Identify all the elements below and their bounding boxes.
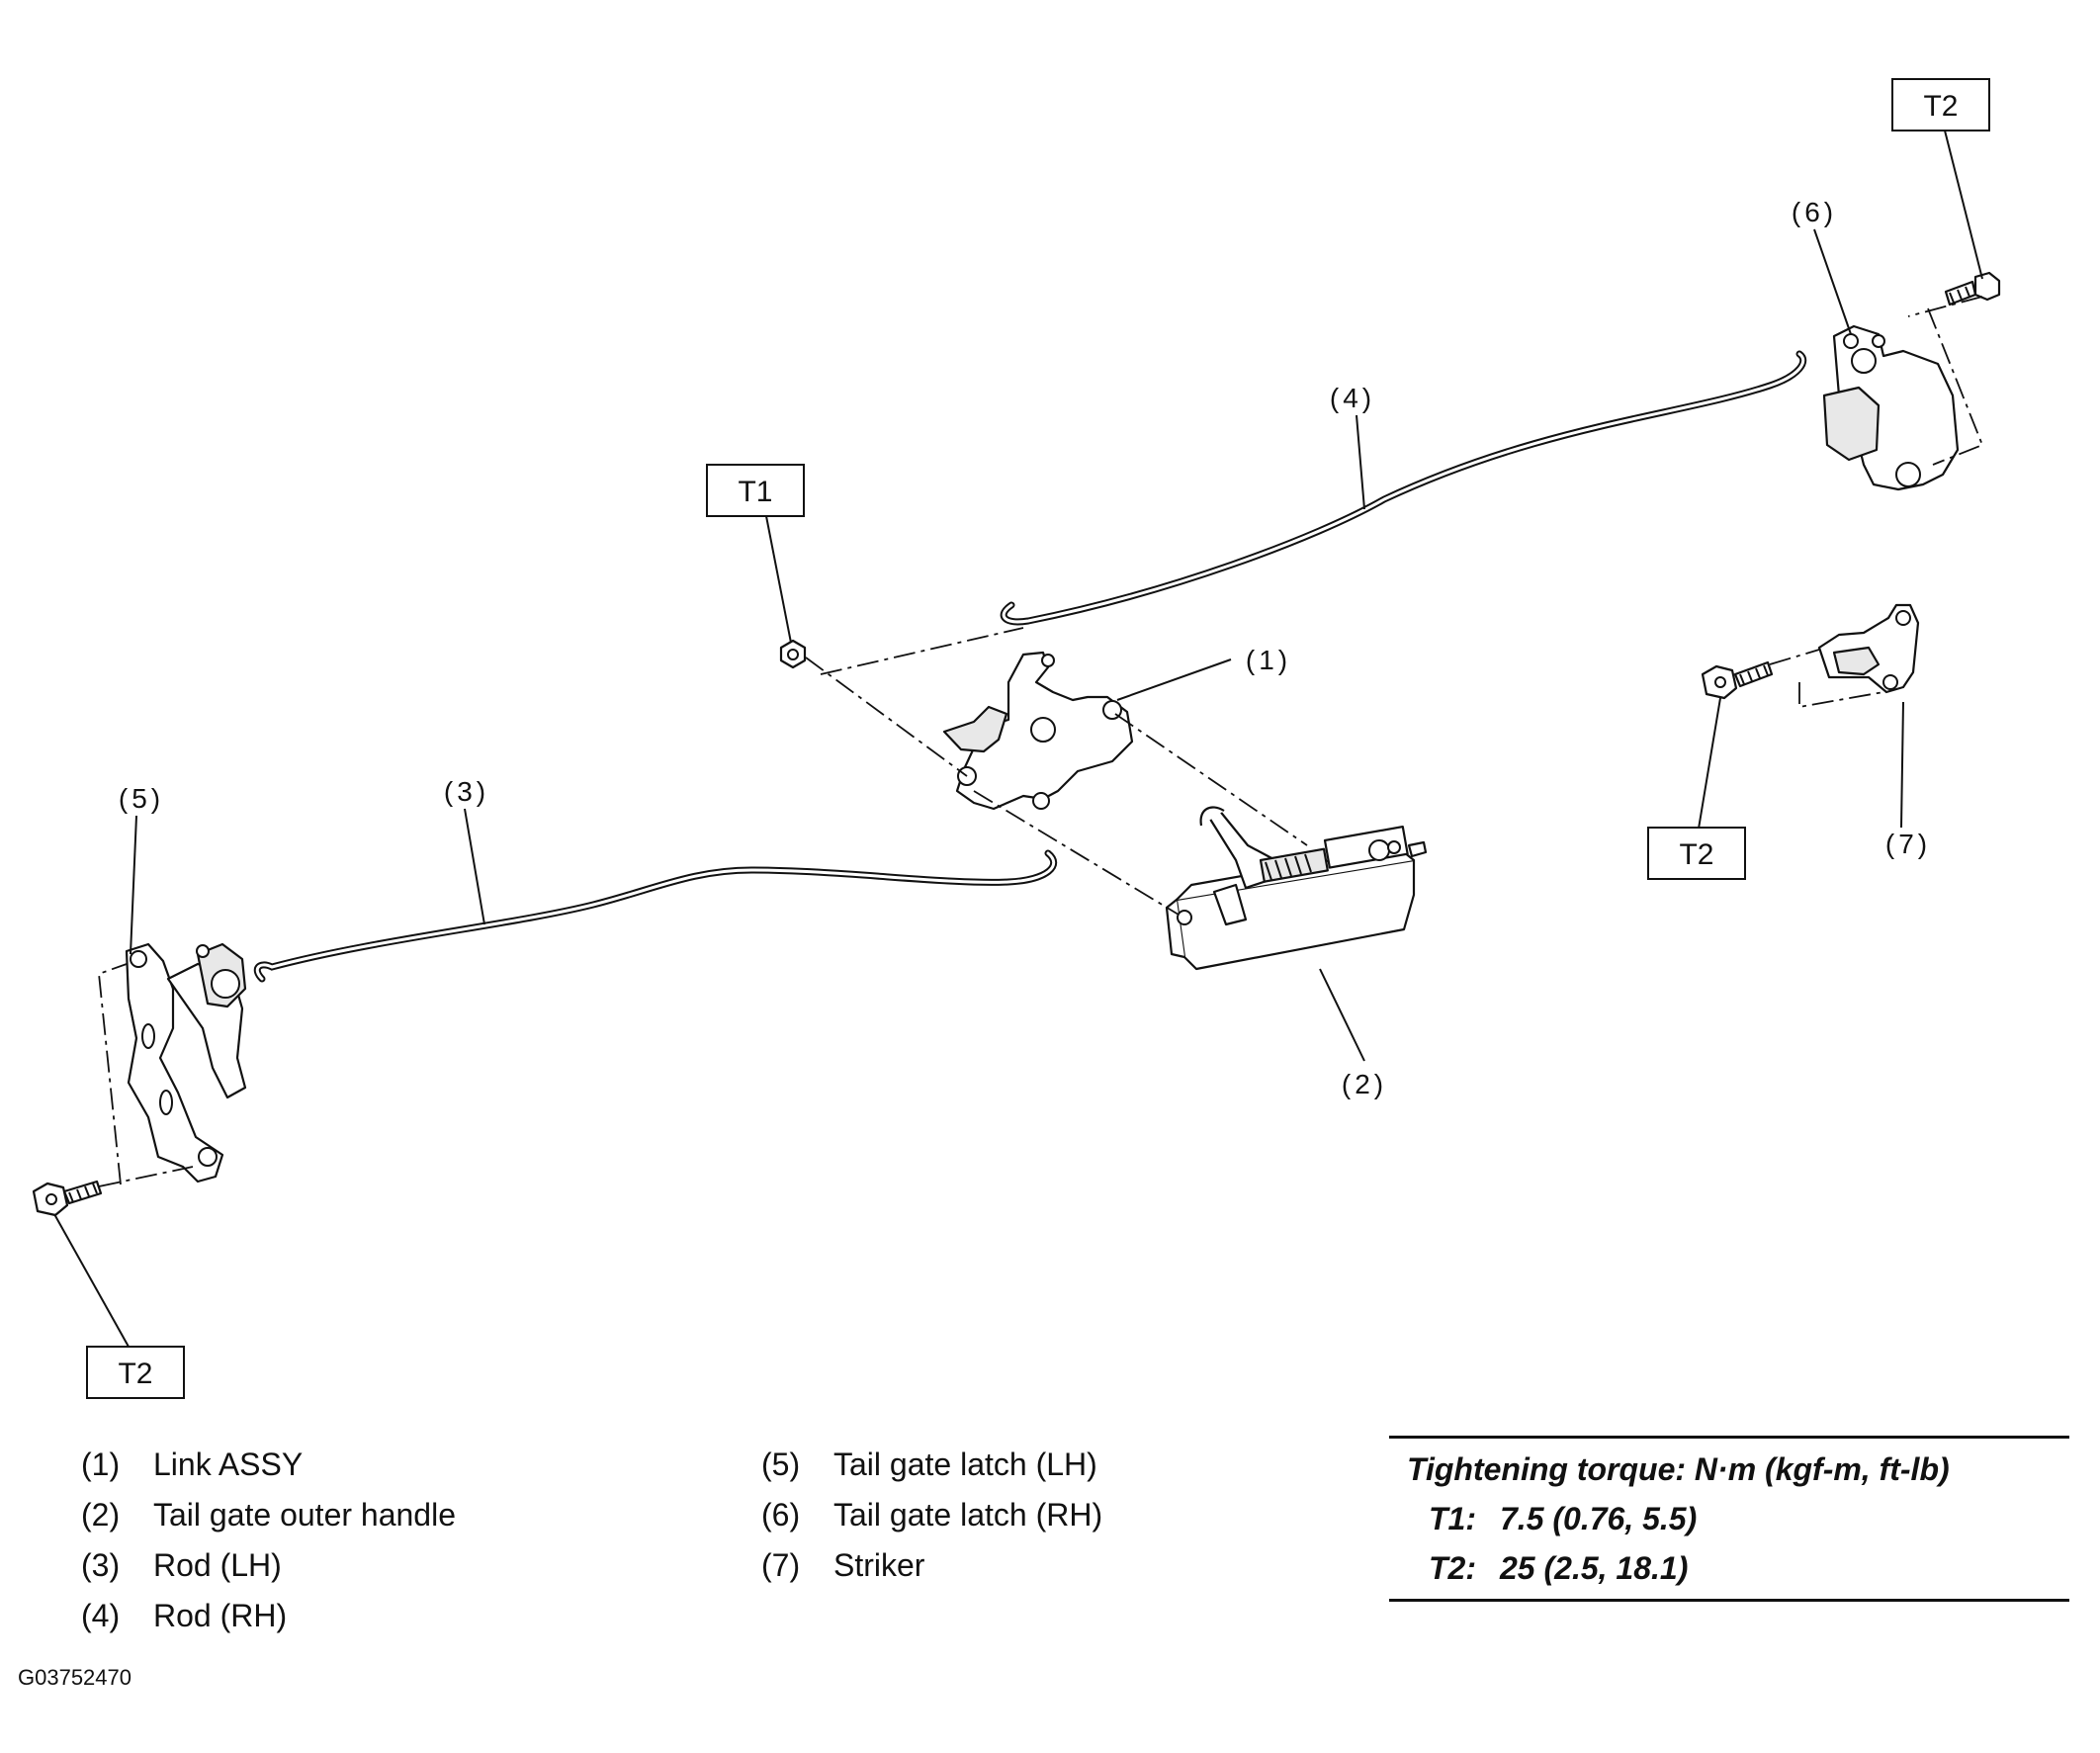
legend-label: Rod (RH) <box>153 1598 288 1633</box>
legend-item-6: (6) Tail gate latch (RH) <box>761 1490 1102 1540</box>
tail-gate-latch-lh <box>125 942 247 1183</box>
t2-bolt-top-right <box>1944 271 2001 307</box>
torque-table: Tightening torque: N·m (kgf-m, ft-lb) T1… <box>1389 1436 2069 1602</box>
legend-label: Tail gate outer handle <box>153 1497 456 1533</box>
legend-label: Link ASSY <box>153 1446 304 1482</box>
legend-label: Tail gate latch (RH) <box>833 1497 1103 1533</box>
callout-2: (2) <box>1342 1069 1387 1099</box>
t2-label-top-right: T2 <box>1923 90 1958 123</box>
callout-4: (4) <box>1330 383 1375 413</box>
legend-label: Tail gate latch (LH) <box>833 1446 1097 1482</box>
t1-nut <box>779 639 807 669</box>
legend-number: (4) <box>81 1598 121 1633</box>
tail-gate-latch-rh <box>1822 324 1960 491</box>
callout-7: (7) <box>1885 829 1931 859</box>
assembly-lines <box>98 296 1984 1187</box>
legend-number: (6) <box>761 1497 801 1533</box>
t2-box-bottom-left: T2 <box>86 1346 185 1399</box>
t2-bolt-bottom-left <box>32 1180 103 1217</box>
legend-item-4: (4) Rod (RH) <box>81 1591 456 1641</box>
legend-number: (2) <box>81 1497 121 1533</box>
torque-key: T1: <box>1429 1501 1476 1536</box>
torque-table-title: Tightening torque: N·m (kgf-m, ft-lb) <box>1407 1451 1950 1487</box>
torque-row-t2: T2: 25 (2.5, 18.1) <box>1389 1543 2069 1593</box>
t2-box-striker: T2 <box>1647 827 1746 880</box>
rod-lh <box>253 849 1058 983</box>
legend-number: (1) <box>81 1446 121 1482</box>
t2-label-bottom-left: T2 <box>118 1358 152 1390</box>
legend-number: (3) <box>81 1547 121 1583</box>
legend-item-5: (5) Tail gate latch (LH) <box>761 1440 1102 1490</box>
callout-5: (5) <box>119 783 164 814</box>
leader-lines <box>53 130 1983 1348</box>
t2-box-top-right: T2 <box>1891 78 1990 131</box>
legend-number: (7) <box>761 1547 801 1583</box>
t2-bolt-striker <box>1701 660 1774 700</box>
callout-1: (1) <box>1246 645 1291 675</box>
t1-box: T1 <box>706 464 805 517</box>
torque-key: T2: <box>1429 1550 1476 1586</box>
tail-gate-outer-handle <box>1165 806 1428 971</box>
torque-value: 25 (2.5, 18.1) <box>1500 1550 1689 1586</box>
torque-row-t1: T1: 7.5 (0.76, 5.5) <box>1389 1494 2069 1543</box>
t1-label: T1 <box>738 476 772 508</box>
callout-3: (3) <box>444 776 489 807</box>
callout-6: (6) <box>1792 197 1837 227</box>
t2-label-striker: T2 <box>1679 838 1713 871</box>
legend-number: (5) <box>761 1446 801 1482</box>
link-assy <box>942 651 1134 811</box>
legend-item-1: (1) Link ASSY <box>81 1440 456 1490</box>
legend-label: Rod (LH) <box>153 1547 282 1583</box>
legend-label: Striker <box>833 1547 925 1583</box>
legend-column-2: (5) Tail gate latch (LH) (6) Tail gate lat… <box>761 1440 1102 1591</box>
legend-item-3: (3) Rod (LH) <box>81 1540 456 1591</box>
legend-item-2: (2) Tail gate outer handle <box>81 1490 456 1540</box>
rod-rh <box>1000 350 1807 626</box>
figure-code: G03752470 <box>18 1665 131 1690</box>
legend-column-1: (1) Link ASSY (2) Tail gate outer handle (… <box>81 1440 456 1641</box>
torque-value: 7.5 (0.76, 5.5) <box>1500 1501 1698 1536</box>
striker <box>1817 603 1920 694</box>
legend-item-7: (7) Striker <box>761 1540 1102 1591</box>
